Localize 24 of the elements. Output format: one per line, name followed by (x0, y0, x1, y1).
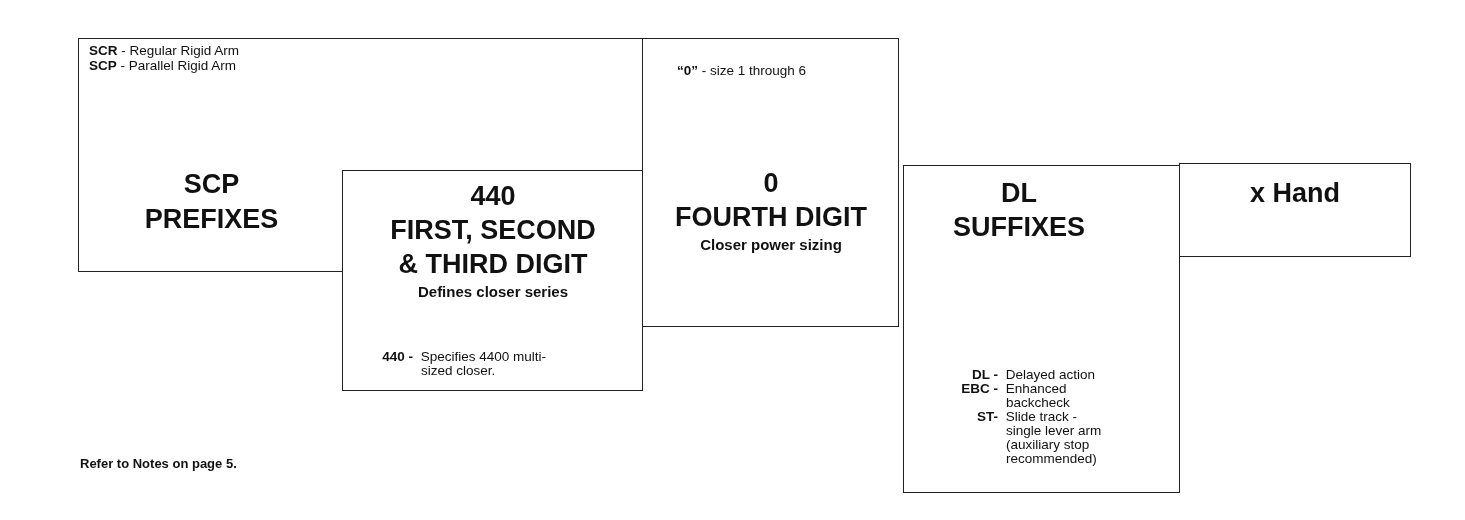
definition-text: 440 - Specifies 4400 multi-sized closer. (381, 350, 548, 378)
heading-text: SCP (182, 168, 241, 201)
code-box (78, 38, 343, 272)
note-text: Refer to Notes on page 5. (80, 456, 237, 471)
heading-text: FIRST, SECOND & THIRD DIGIT (389, 214, 597, 281)
code-box (903, 165, 1180, 493)
heading-text: SUFFIXES (952, 211, 1086, 244)
subheading-text: Defines closer series (416, 283, 570, 302)
definition-text: “0” - size 1 through 6 (677, 64, 808, 78)
definition-text: EBC - Enhanced backcheck (960, 382, 1071, 410)
heading-text: 0 (762, 167, 780, 200)
definition-text: ST- Slide track - single lever arm (auxiliary stop recommended) (976, 410, 1103, 466)
definition-text: SCR - Regular Rigid Arm (89, 44, 241, 58)
heading-text: DL (1000, 177, 1038, 210)
code-box (1179, 163, 1411, 257)
definition-text: SCP - Parallel Rigid Arm (89, 59, 238, 73)
code-box (342, 170, 643, 391)
heading-text: PREFIXES (143, 203, 280, 236)
subheading-text: Closer power sizing (699, 236, 843, 255)
definition-text: DL - Delayed action (971, 368, 1097, 382)
heading-text: x Hand (1249, 177, 1341, 210)
heading-text: FOURTH DIGIT (674, 201, 868, 234)
code-box (642, 38, 899, 327)
heading-text: 440 (469, 180, 517, 213)
